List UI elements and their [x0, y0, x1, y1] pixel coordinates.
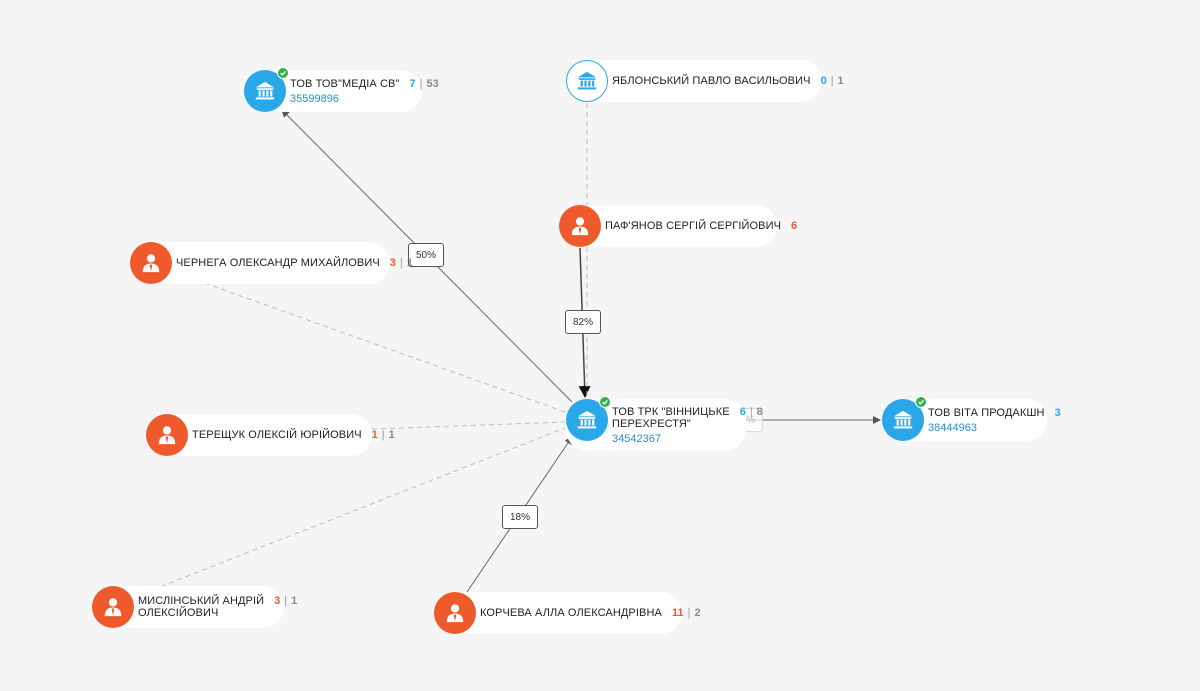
node-name: ЧЕРНЕГА ОЛЕКСАНДР МИХАЙЛОВИЧ — [176, 257, 380, 269]
count-secondary: 1 — [837, 75, 844, 87]
node-media-sv[interactable]: ТОВ ТОВ"МЕДІА СВ" 7|53 35599896 — [244, 67, 439, 112]
edge-label-trk-media-sv[interactable]: 50% — [408, 243, 444, 267]
count-primary: 7 — [409, 77, 416, 90]
node-counts: 3|1 — [274, 595, 297, 607]
count-separator: | — [284, 595, 288, 607]
person-icon[interactable] — [434, 592, 476, 634]
person-icon[interactable] — [146, 414, 188, 456]
node-yablonsky[interactable]: ЯБЛОНСЬКИЙ ПАВЛО ВАСИЛЬОВИЧ 0|1 — [566, 60, 844, 102]
count-primary: 6 — [791, 220, 798, 232]
count-primary: 0 — [820, 75, 827, 87]
count-primary: 1 — [371, 429, 378, 441]
node-name: ТОВ ВІТА ПРОДАКШН — [928, 406, 1045, 419]
count-primary: 11 — [671, 607, 684, 619]
count-secondary: 1 — [388, 429, 395, 441]
node-counts: 1|1 — [372, 429, 395, 441]
person-icon[interactable] — [559, 205, 601, 247]
edge-label-pafyanov-trk[interactable]: 82% — [565, 310, 601, 334]
node-counts: 11|2 — [672, 607, 701, 619]
count-primary: 6 — [739, 405, 746, 418]
count-secondary: 1 — [291, 595, 298, 607]
node-name: ПЕРЕХРЕСТЯ" — [612, 417, 691, 430]
node-name: КОРЧЕВА АЛЛА ОЛЕКСАНДРІВНА — [480, 607, 662, 619]
count-separator: | — [381, 429, 385, 441]
node-name: ЯБЛОНСЬКИЙ ПАВЛО ВАСИЛЬОВИЧ — [612, 75, 811, 87]
node-vita[interactable]: ТОВ ВІТА ПРОДАКШН 3 38444963 — [882, 396, 1061, 441]
edge-myslinsky-trk — [151, 427, 566, 591]
node-counts: 3 — [1055, 407, 1061, 419]
node-name: МИСЛІНСЬКИЙ АНДРІЙ — [138, 595, 265, 607]
person-icon[interactable] — [92, 586, 134, 628]
node-code[interactable]: 38444963 — [928, 421, 977, 434]
node-counts: 0|1 — [821, 75, 844, 87]
node-tereshchuk[interactable]: ТЕРЕЩУК ОЛЕКСІЙ ЮРІЙОВИЧ 1|1 — [146, 414, 395, 456]
count-primary: 3 — [1054, 406, 1061, 419]
bank-icon[interactable] — [244, 67, 289, 112]
verified-check-icon — [277, 67, 289, 79]
node-counts: 3|1 — [390, 257, 413, 269]
node-counts: 6|8 — [740, 406, 763, 418]
verified-check-icon — [599, 396, 611, 408]
node-pafyanov[interactable]: ПАФ'ЯНОВ СЕРГІЙ СЕРГІЙОВИЧ 6 — [559, 205, 797, 247]
node-counts: 6 — [791, 220, 797, 232]
node-name: ПАФ'ЯНОВ СЕРГІЙ СЕРГІЙОВИЧ — [605, 220, 782, 232]
node-name: ОЛЕКСІЙОВИЧ — [138, 607, 219, 619]
node-name: ТЕРЕЩУК ОЛЕКСІЙ ЮРІЙОВИЧ — [192, 429, 362, 441]
bank-icon[interactable] — [566, 60, 608, 102]
count-primary: 3 — [274, 595, 281, 607]
count-secondary: 53 — [426, 77, 439, 90]
count-primary: 3 — [389, 257, 396, 269]
count-separator: | — [749, 405, 753, 418]
node-code[interactable]: 35599896 — [290, 92, 339, 105]
edge-label-korcheva-trk[interactable]: 18% — [502, 505, 538, 529]
count-separator: | — [687, 607, 691, 619]
node-chernega[interactable]: ЧЕРНЕГА ОЛЕКСАНДР МИХАЙЛОВИЧ 3|1 — [130, 242, 413, 284]
count-secondary: 2 — [694, 607, 701, 619]
node-counts: 7|53 — [409, 78, 438, 90]
node-name: ТОВ ТРК "ВІННИЦЬКЕ — [612, 405, 730, 418]
count-secondary: 8 — [756, 405, 763, 418]
count-separator: | — [830, 75, 834, 87]
count-secondary: 1 — [406, 257, 413, 269]
node-name: ТОВ ТОВ"МЕДІА СВ" — [290, 77, 400, 90]
bank-icon[interactable] — [882, 396, 927, 441]
bank-icon[interactable] — [566, 396, 611, 441]
node-code[interactable]: 34542367 — [612, 432, 661, 445]
count-separator: | — [399, 257, 403, 269]
node-korcheva[interactable]: КОРЧЕВА АЛЛА ОЛЕКСАНДРІВНА 11|2 — [434, 592, 701, 634]
verified-check-icon — [915, 396, 927, 408]
count-separator: | — [419, 77, 423, 90]
person-icon[interactable] — [130, 242, 172, 284]
edge-chernega-trk — [195, 279, 566, 413]
